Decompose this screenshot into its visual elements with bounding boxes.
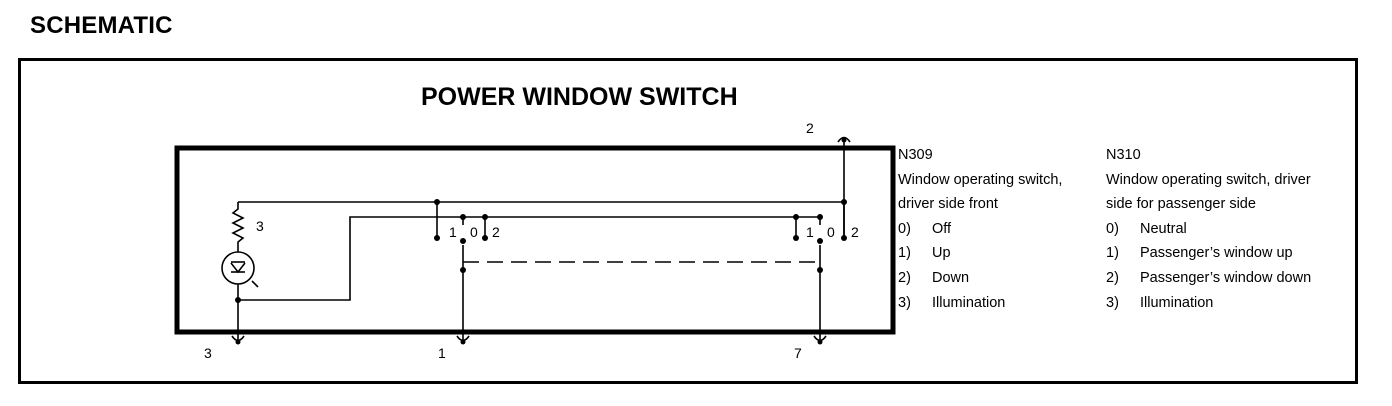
page-heading: SCHEMATIC [30,12,173,39]
legend-n310-desc-2: side for passenger side [1106,196,1256,213]
left-switch-pos-0: 0 [470,224,478,240]
resistor-label: 3 [256,218,264,234]
switch-housing [174,145,896,335]
right-switch-pos-2: 2 [851,224,859,240]
legend-n310: N310 Window operating switch, driver sid… [1106,143,1311,315]
legend-n309-desc-1: Window operating switch, [898,171,1063,188]
schematic-frame [18,58,1358,384]
wire-illumination-return [238,216,463,301]
legend-n309-desc-2: driver side front [898,196,998,213]
terminal-3-label: 3 [204,345,212,361]
legend-item: 1)Passenger’s window up [1106,245,1293,262]
legend-n309-code: N309 [898,147,933,163]
legend-item: 0)Off [898,220,952,237]
lamp-symbol [221,251,255,285]
resistor-symbol [231,202,245,252]
legend-item: 2)Down [898,269,970,286]
legend-item: 3)Illumination [898,294,1006,311]
legend-item: 3)Illumination [1106,294,1214,311]
terminal-7-label: 7 [794,345,802,361]
legend-n309: N309 Window operating switch, driver sid… [898,143,1062,315]
legend-item: 0)Neutral [1106,220,1187,237]
legend-n310-code: N310 [1106,147,1141,163]
right-switch-pos-0: 0 [827,224,835,240]
legend-item: 2)Passenger’s window down [1106,269,1312,286]
left-switch-pos-2: 2 [492,224,500,240]
right-switch-pos-1: 1 [806,224,814,240]
terminal-1-label: 1 [438,345,446,361]
diagram-title: POWER WINDOW SWITCH [421,83,738,111]
left-switch-pos-1: 1 [449,224,457,240]
legend-n310-desc-1: Window operating switch, driver [1106,171,1311,188]
legend-item: 1)Up [898,245,951,262]
terminal-2-label: 2 [806,120,814,136]
